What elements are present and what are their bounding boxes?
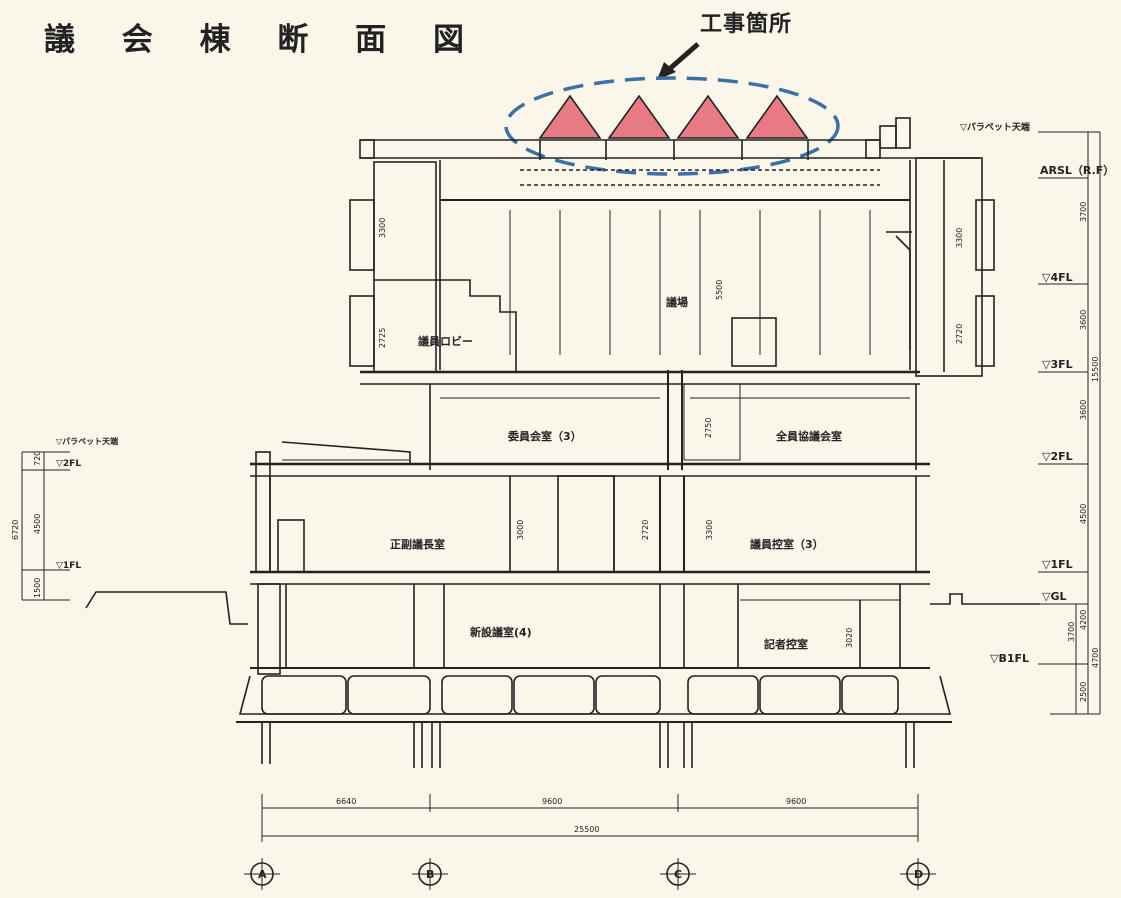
level-rsl: ARSL（R.F）: [1040, 164, 1114, 177]
lower-block: [236, 441, 952, 768]
right-level-lines: [1038, 131, 1101, 715]
level-parapet: ▽パラペット天端: [960, 121, 1030, 133]
level-4fl: ▽4FL: [1042, 271, 1073, 284]
dim-r6: 3700: [1067, 622, 1076, 642]
dim-l4: 6720: [11, 520, 20, 540]
room-chairman: 正副議長室: [390, 537, 445, 551]
dim-r5: 15500: [1091, 357, 1100, 382]
axis-d: D: [914, 868, 923, 881]
dim-r8: 2500: [1079, 682, 1088, 702]
dim-r2: 3600: [1079, 310, 1088, 330]
roof-triangles: [538, 94, 809, 139]
dim-v4: 2750: [704, 418, 713, 438]
level-gl: ▽GL: [1042, 590, 1067, 603]
room-waiting-3: 議員控室（3）: [750, 537, 824, 551]
construction-site-label: 工事箇所: [700, 12, 793, 37]
dim-total: 25500: [574, 825, 599, 834]
left-level-1fl: ▽1FL: [56, 561, 81, 571]
room-meeting-3: 委員会室（3）: [507, 429, 582, 443]
dim-v8: 2720: [641, 520, 650, 540]
dim-v2: 2725: [378, 328, 387, 348]
dim-r1: 3700: [1079, 202, 1088, 222]
dim-l2: 4500: [33, 514, 42, 534]
dim-r3: 3600: [1079, 400, 1088, 420]
dim-r7: 4200: [1079, 610, 1088, 630]
dim-ab: 6640: [336, 797, 356, 806]
dim-v3: 5500: [715, 280, 724, 300]
level-3fl: ▽3FL: [1042, 358, 1073, 371]
dim-r9: 4700: [1091, 648, 1100, 668]
dim-v7: 3000: [516, 520, 525, 540]
level-b1fl: ▽B1FL: [990, 652, 1029, 665]
axis-c: C: [674, 868, 682, 881]
dim-v1: 3300: [378, 218, 387, 238]
axis-b: B: [426, 868, 434, 881]
level-2fl: ▽2FL: [1042, 450, 1073, 463]
left-level-parapet: ▽パラペット天端: [56, 436, 118, 446]
axis-a: A: [258, 868, 267, 881]
ground-lines: [85, 591, 1040, 625]
left-level-2fl: ▽2FL: [56, 459, 81, 469]
dim-cd: 9600: [786, 797, 806, 806]
room-all-member: 全員協議会室: [775, 429, 842, 443]
left-level-lines: [21, 451, 70, 601]
page-title: 議 会 棟 断 面 図: [44, 22, 482, 58]
room-assembly-hall: 議場: [666, 295, 688, 309]
bottom-dimensions: [261, 794, 919, 842]
room-new-meeting-4: 新設議室(4): [470, 625, 532, 639]
dim-l1: 720: [33, 451, 42, 466]
dim-bc: 9600: [542, 797, 562, 806]
dim-v6: 2720: [955, 324, 964, 344]
dim-v9: 3300: [705, 520, 714, 540]
dim-l3: 1500: [33, 578, 42, 598]
dim-r4: 4500: [1079, 504, 1088, 524]
room-press: 記者控室: [764, 637, 808, 651]
level-1fl: ▽1FL: [1042, 558, 1073, 571]
room-lobby: 議員ロビー: [418, 334, 473, 348]
dim-v5: 3300: [955, 228, 964, 248]
dim-v10: 3020: [845, 628, 854, 648]
upper-block: [349, 117, 995, 385]
construction-area-highlight: [504, 76, 840, 176]
axis-markers: [244, 858, 936, 890]
callout-arrow: [657, 42, 700, 80]
